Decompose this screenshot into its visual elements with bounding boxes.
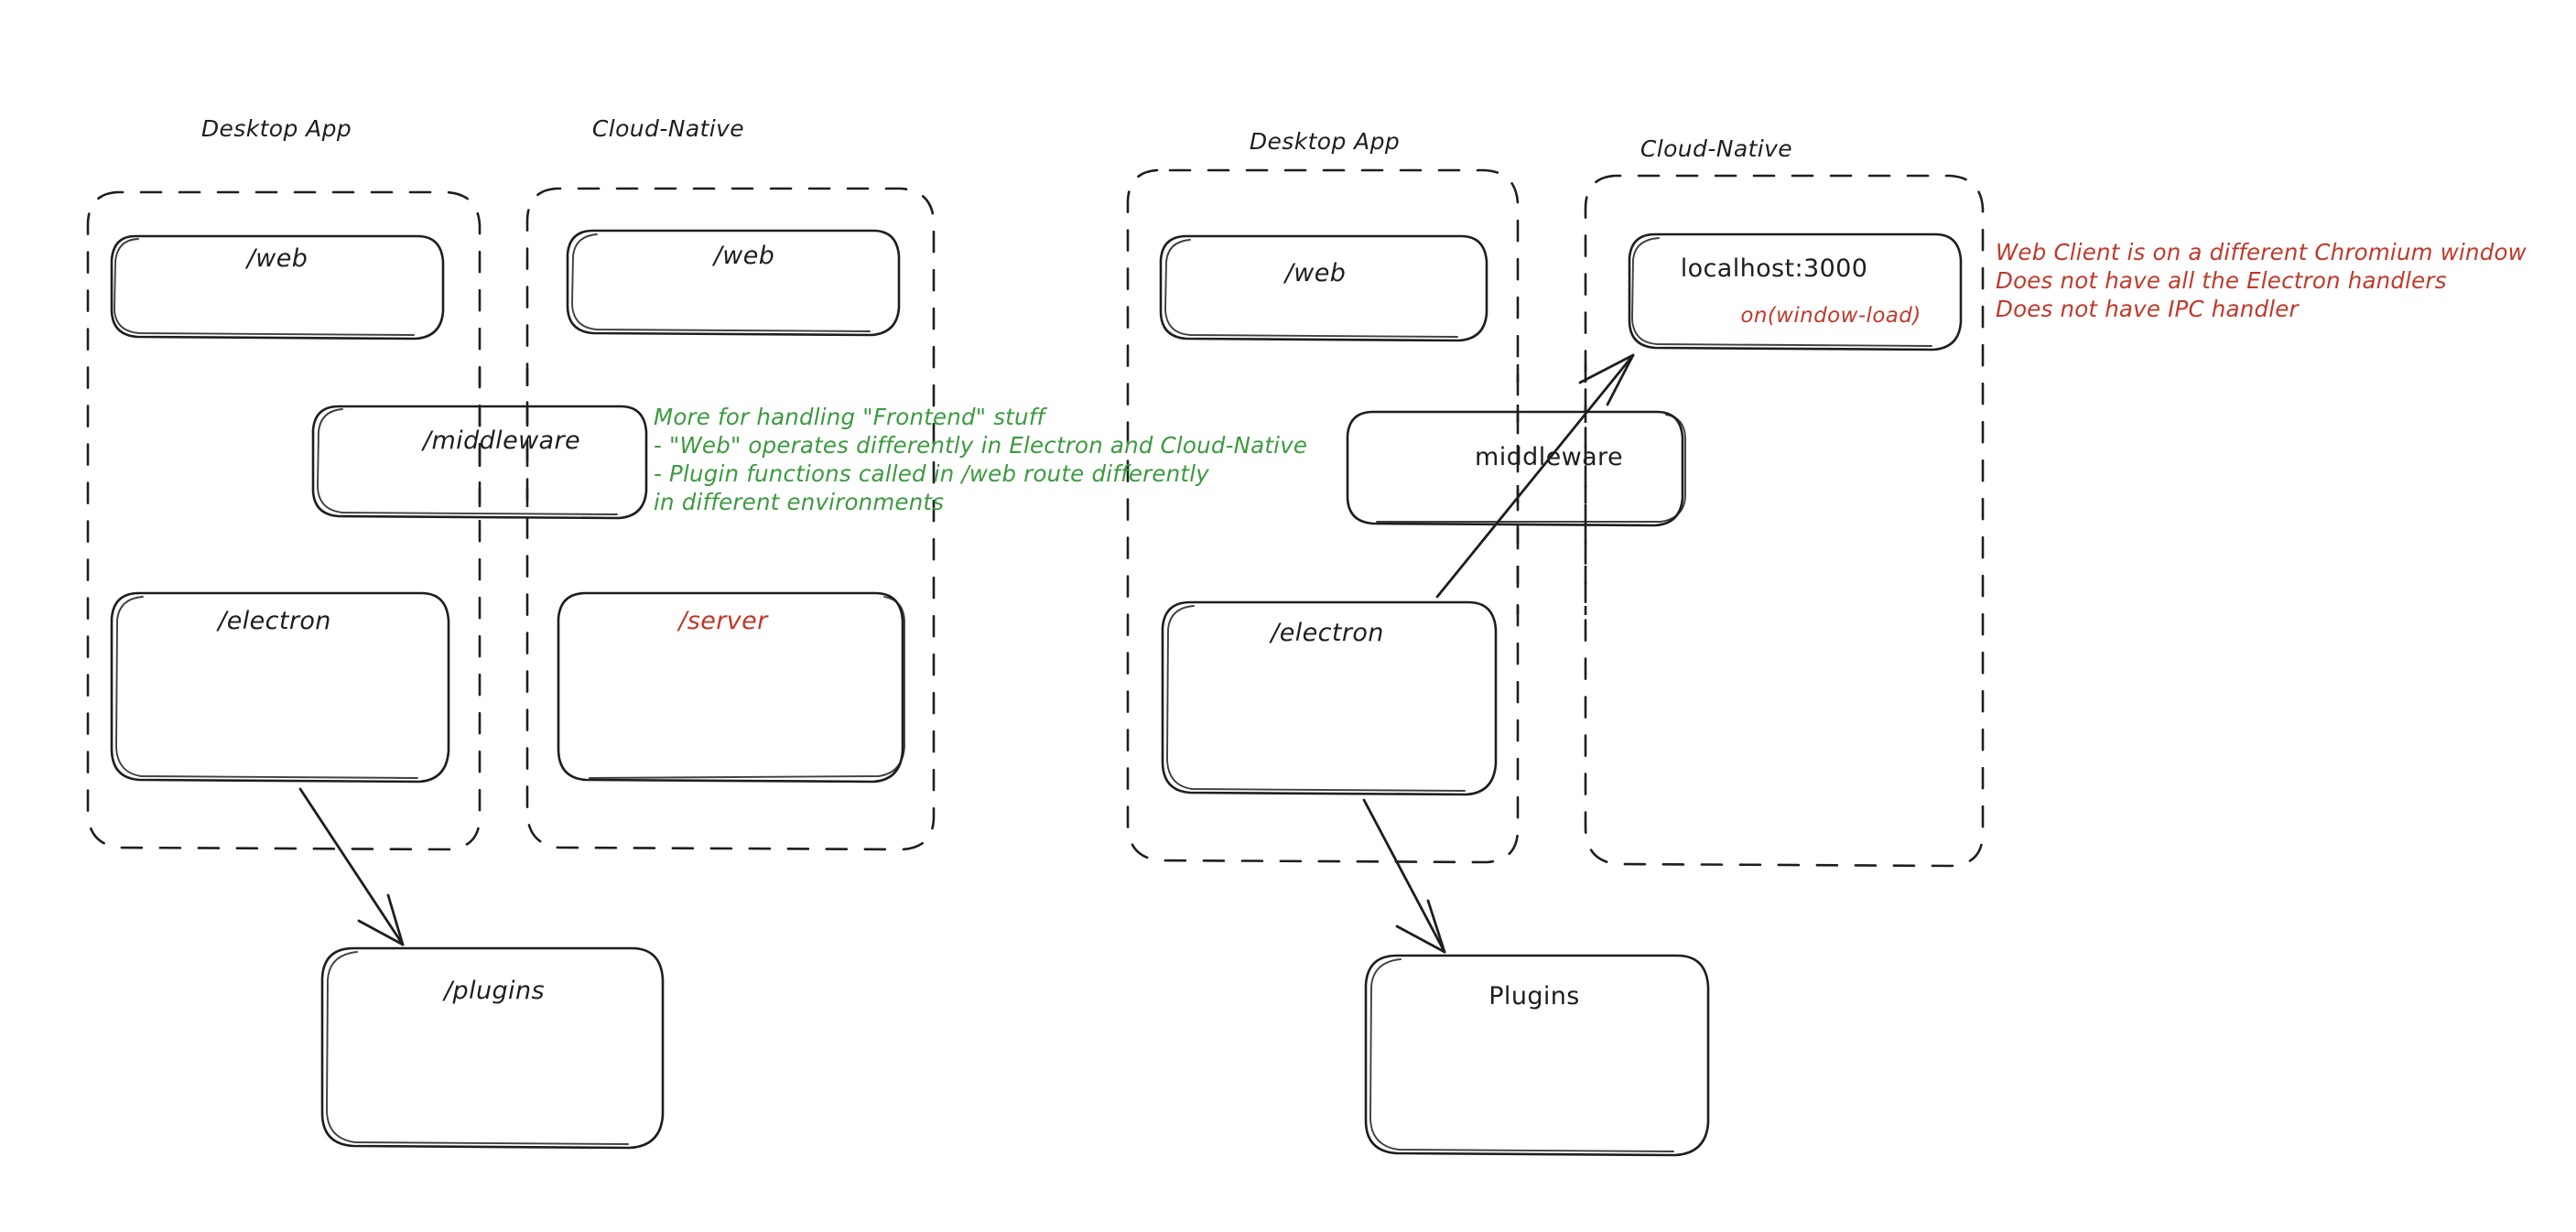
group-frame-right-cloud-native (1584, 174, 1985, 868)
node-shape-right-middleware (1346, 410, 1686, 527)
node-shape-left-electron (110, 591, 450, 784)
node-shape-left-middleware (311, 405, 648, 520)
node-shape-left-server (557, 591, 905, 784)
edge-right-electron-to-localhost (1435, 353, 1635, 599)
group-frame-right-desktop-app (1126, 168, 1520, 864)
node-shape-right-plugins (1364, 954, 1710, 1157)
node-shape-right-electron (1161, 600, 1498, 796)
node-shape-left-desktop-web (110, 234, 445, 340)
node-shape-right-desktop-web (1159, 234, 1488, 342)
divider-lines-right (1516, 364, 1587, 615)
node-shape-right-localhost (1628, 232, 1963, 351)
node-shape-left-plugins (320, 946, 665, 1150)
edge-left-electron-to-plugins (298, 787, 405, 946)
edge-right-electron-to-plugins (1362, 798, 1446, 954)
group-frame-left-cloud-native (525, 187, 936, 851)
group-frame-left-desktop-app (86, 190, 482, 851)
node-shape-left-cloud-web (566, 229, 901, 337)
divider-lines-left (478, 368, 529, 513)
